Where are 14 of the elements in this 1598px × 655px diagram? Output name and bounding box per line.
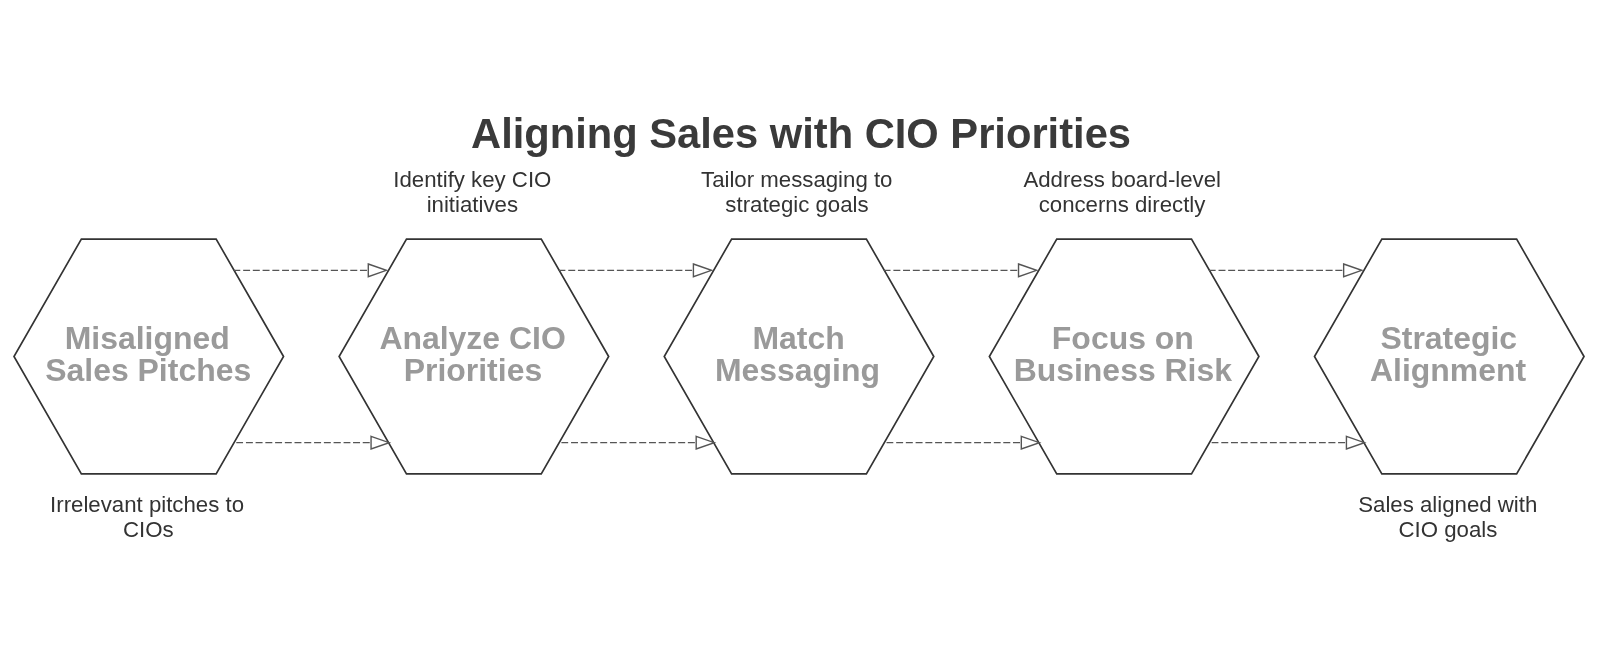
arrow <box>235 434 392 450</box>
arrow <box>883 262 1039 278</box>
arrow <box>885 434 1042 450</box>
node-label: Identify key CIO initiatives <box>393 166 552 217</box>
node-label: Sales aligned with CIO goals <box>1358 491 1538 542</box>
arrow <box>557 262 714 278</box>
diagram-title: Aligning Sales with CIO Priorities <box>471 109 1132 157</box>
arrow <box>1210 434 1367 450</box>
arrow <box>1208 262 1364 278</box>
arrow <box>560 434 717 450</box>
arrow <box>232 262 389 278</box>
node-label: Irrelevant pitches to CIOs <box>50 491 245 542</box>
node-label: Address board-level concerns directly <box>1023 166 1221 217</box>
node-label: Tailor messaging to strategic goals <box>701 166 893 217</box>
